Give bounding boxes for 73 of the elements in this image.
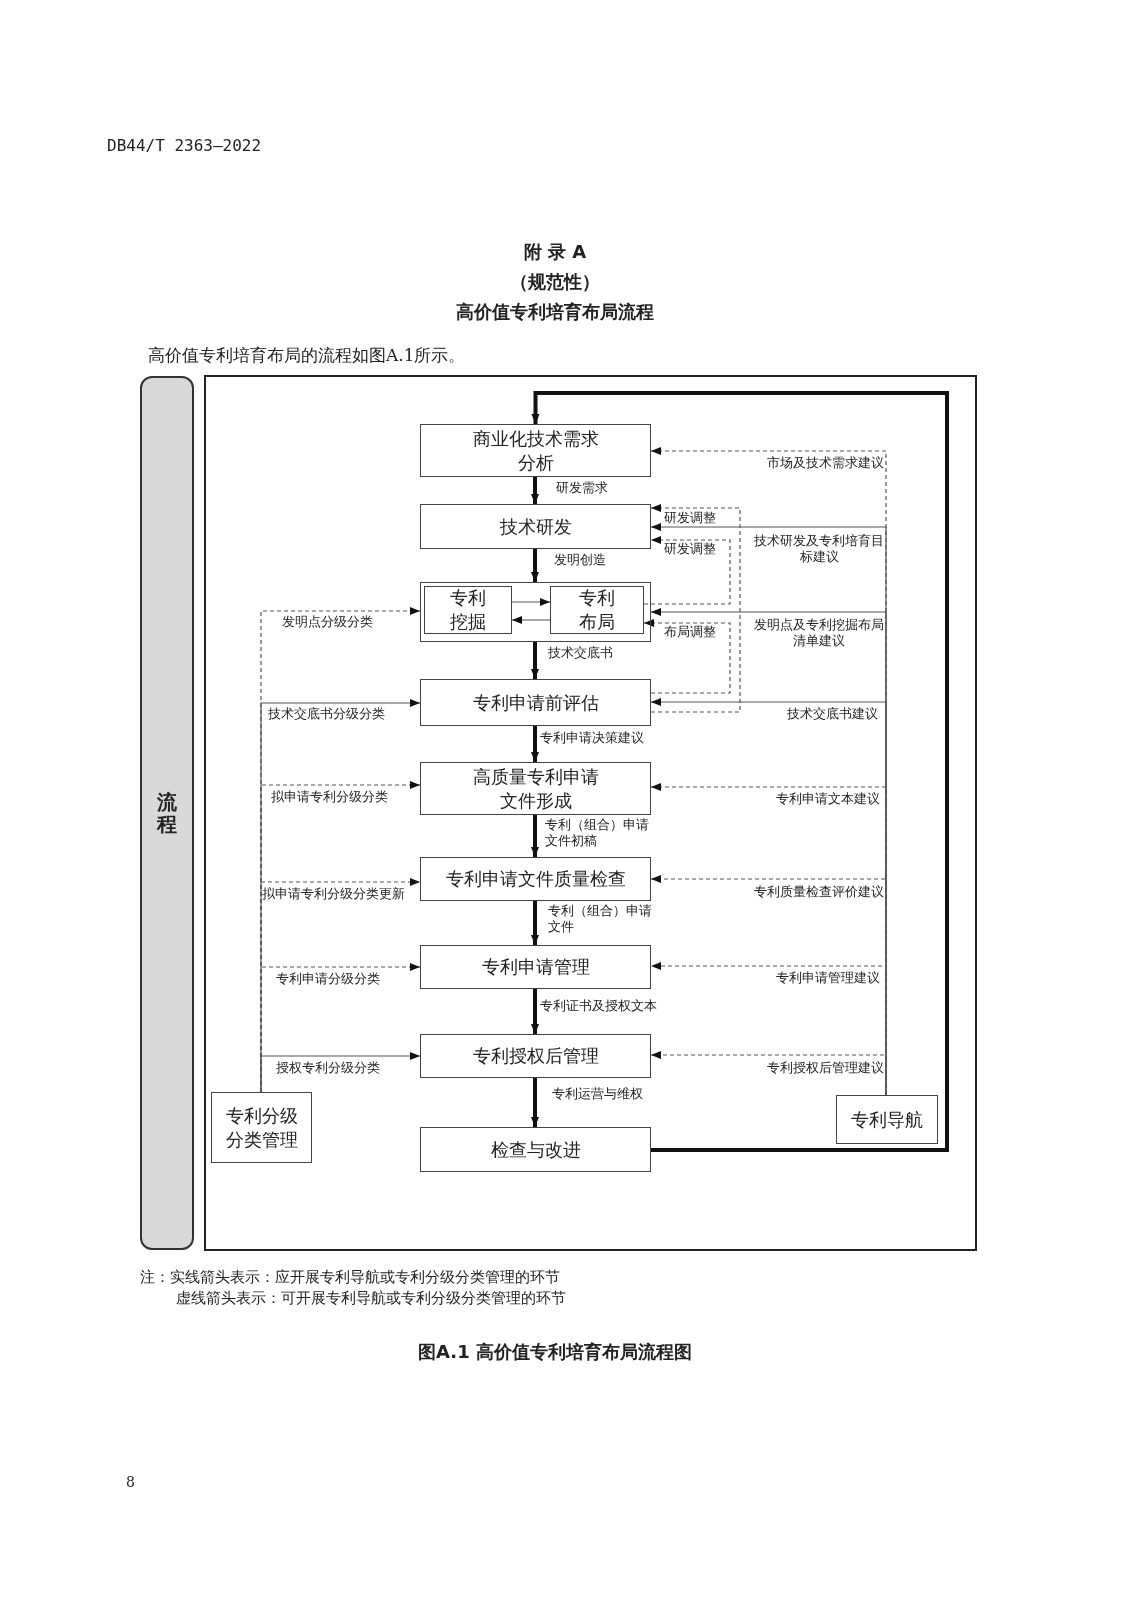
note-text: 虚线箭头表示：可开展专利导航或专利分级分类管理的环节 [176, 1289, 566, 1308]
edge-label: 拟申请专利分级分类更新 [262, 886, 405, 902]
document-code: DB44/T 2363—2022 [107, 136, 262, 155]
edge-label: 专利申请文本建议 [776, 791, 880, 807]
edge-label: 研发需求 [556, 480, 608, 496]
title: 高价值专利培育布局流程 [456, 300, 654, 324]
edge-label: 授权专利分级分类 [276, 1060, 380, 1076]
arrow [531, 391, 949, 1152]
arrow [531, 815, 539, 857]
edge-label: 研发调整 [664, 510, 716, 526]
edge-label: 技术交底书 [548, 645, 613, 661]
process-box [420, 1034, 651, 1078]
node-text: 专利分级分类管理 [224, 1104, 299, 1151]
arrow [511, 598, 551, 606]
process-box [211, 1092, 312, 1163]
node-text: 专利申请管理 [481, 955, 590, 979]
edge-label: 专利申请分级分类 [276, 971, 380, 987]
process-box [420, 424, 651, 477]
node-text: 专利布局 [577, 586, 616, 633]
intro-text: 高价值专利培育布局的流程如图A.1所示。 [148, 344, 466, 367]
node-text: 流程 [157, 791, 177, 835]
edge-label: 专利授权后管理建议 [767, 1060, 884, 1076]
node-text: 检查与改进 [490, 1137, 581, 1162]
arrow [531, 726, 539, 762]
node-text: 商业化技术需求分析 [471, 427, 600, 474]
edge-label: 专利证书及授权文本 [540, 998, 657, 1014]
arrow [643, 619, 731, 694]
arrow [511, 616, 551, 624]
process-box [420, 762, 651, 815]
process-box [420, 679, 651, 726]
appendix-heading: 附 录 A [523, 240, 587, 264]
edge-label: 研发调整 [664, 541, 716, 557]
arrow [531, 989, 539, 1034]
note-text: 注：实线箭头表示：应开展专利导航或专利分级分类管理的环节 [140, 1268, 560, 1287]
process-box [423, 585, 512, 634]
node-text: 高质量专利申请文件形成 [471, 765, 600, 812]
process-box [420, 504, 651, 549]
edge-label: 专利申请决策建议 [540, 730, 644, 746]
node-text: 专利申请文件质量检查 [445, 867, 626, 891]
process-box [420, 1127, 651, 1172]
node-text: 专利申请前评估 [472, 690, 599, 715]
edge-label: 布局调整 [664, 624, 716, 640]
arrow [531, 1078, 539, 1127]
arrow [531, 477, 539, 504]
process-box [549, 585, 644, 634]
node-text: 专利挖掘 [448, 586, 487, 633]
arrow [650, 504, 741, 713]
group-box [420, 582, 651, 642]
figure-caption: 图A.1 高价值专利培育布局流程图 [418, 1340, 692, 1364]
edge-label: 技术研发及专利培育目标建议 [754, 533, 884, 565]
page-number: 8 [126, 1474, 135, 1490]
edge-label: 技术交底书分级分类 [268, 706, 385, 722]
node-text: 专利导航 [851, 1107, 923, 1132]
arrow [531, 901, 539, 945]
edge-label: 专利申请管理建议 [776, 970, 880, 986]
section-band [140, 376, 194, 1250]
edge-label: 市场及技术需求建议 [767, 455, 884, 471]
node-text: 技术研发 [499, 514, 572, 539]
edge-label: 拟申请专利分级分类 [271, 789, 388, 805]
edge-label: 专利运营与维权 [552, 1086, 643, 1102]
edge-label: 专利质量检查评价建议 [754, 884, 884, 900]
process-box [836, 1095, 938, 1144]
edge-label: 发明点分级分类 [282, 614, 373, 630]
node-text: 专利授权后管理 [472, 1044, 599, 1068]
appendix-type: （规范性） [510, 270, 600, 294]
arrow [643, 536, 731, 605]
edge-label: 技术交底书建议 [787, 706, 878, 722]
process-box [420, 857, 651, 901]
edge-label: 发明创造 [554, 552, 606, 568]
process-box [420, 945, 651, 989]
edge-label: 发明点及专利挖掘布局清单建议 [754, 617, 884, 649]
arrow [531, 549, 539, 582]
arrow [531, 642, 539, 679]
